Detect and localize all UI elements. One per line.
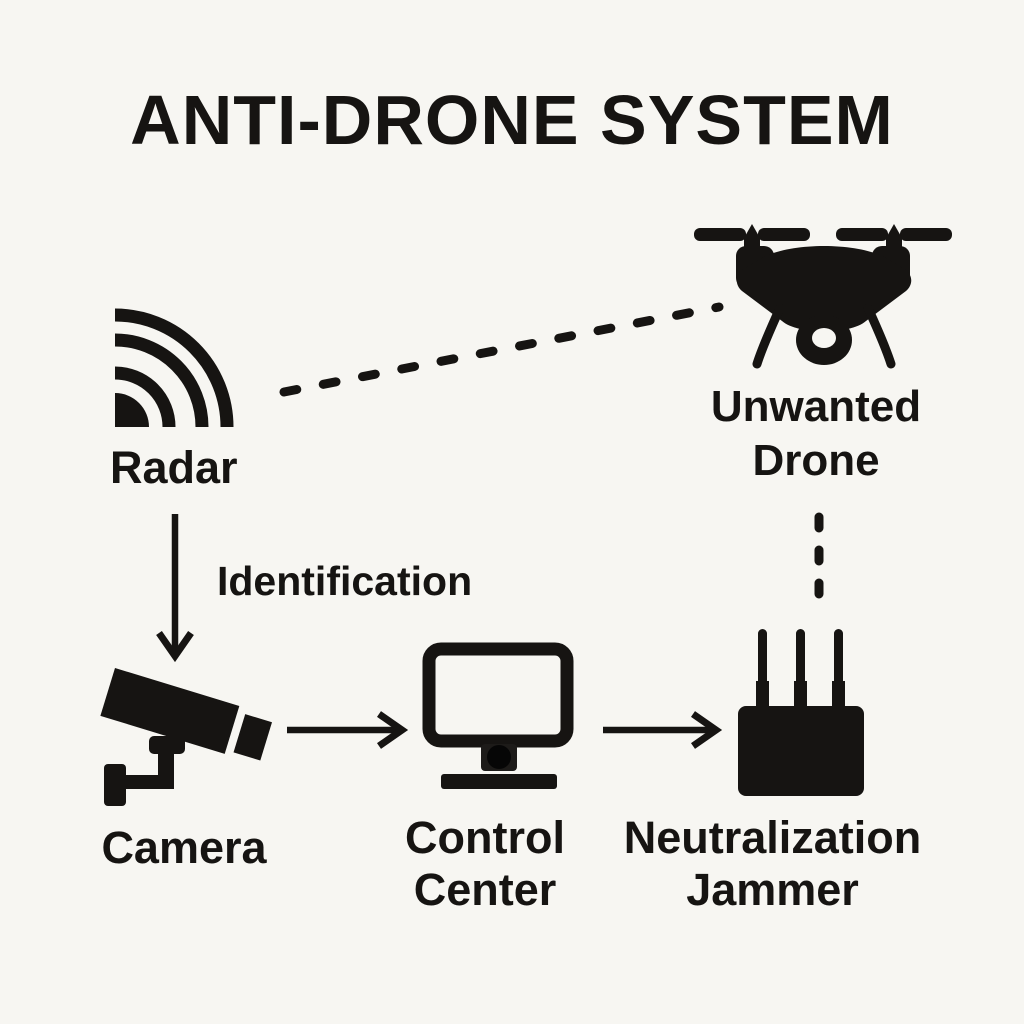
unwanted-drone-node-label: Unwanted Drone [710,382,922,485]
camera-node-label: Camera [101,822,267,873]
control-center-node-label: Control Center [405,812,565,916]
jammer-box-icon [738,629,864,796]
radar-node-label: Radar [110,442,238,493]
edge-radar-to-drone-dashed-line [279,302,724,397]
radar-signal-icon [114,308,234,428]
identification-edge-label: Identification [217,558,473,604]
cctv-camera-icon [100,668,272,806]
page-title: ANTI-DRONE SYSTEM [130,81,894,159]
edge-control-to-jammer-arrow [603,711,723,749]
neutralization-jammer-node-label: Neutralization Jammer [623,812,922,916]
edge-radar-to-camera-arrow [156,514,194,663]
drone-icon [694,224,952,369]
computer-monitor-icon [422,642,574,789]
edge-camera-to-control-arrow [287,711,409,749]
